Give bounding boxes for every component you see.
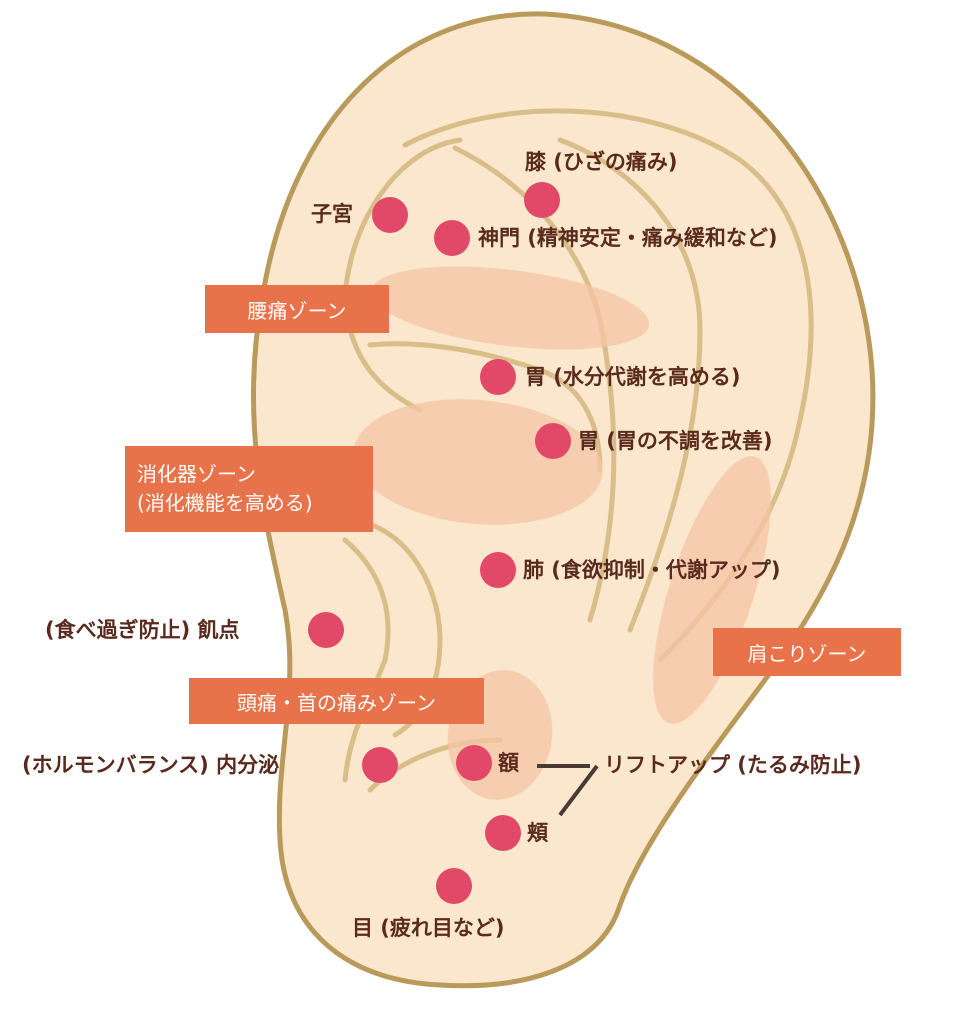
stomach2-label: 胃 (胃の不調を改善)	[578, 429, 773, 453]
acupoints	[308, 182, 571, 904]
headache-zone-label: 頭痛・首の痛みゾーン	[189, 678, 484, 724]
digestive-zone-label: 消化器ゾーン (消化機能を高める)	[125, 446, 373, 532]
shenmen-label: 神門 (精神安定・痛み緩和など)	[478, 226, 778, 250]
stomach1-point	[480, 359, 516, 395]
lumbar-zone-shape	[370, 266, 650, 350]
shenmen-point	[434, 220, 470, 256]
stomach2-point	[535, 423, 571, 459]
lung-label: 肺 (食欲抑制・代謝アップ)	[523, 558, 781, 582]
lumbar-zone-label: 腰痛ゾーン	[205, 285, 389, 333]
digestive-zone-title: 消化器ゾーン	[137, 462, 256, 486]
digestive-zone-subtitle: (消化機能を高める)	[137, 491, 313, 515]
knee-label: 膝 (ひざの痛み)	[525, 150, 678, 174]
hunger-point	[308, 612, 344, 648]
knee-point	[524, 182, 560, 218]
endocrine-label: (ホルモンバランス) 内分泌	[22, 753, 280, 777]
uterus-point	[372, 197, 408, 233]
cheek-point	[485, 815, 521, 851]
shoulder-zone-shape	[653, 456, 771, 724]
forehead-point	[456, 745, 492, 781]
hunger-label: (食べ過ぎ防止) 飢点	[45, 618, 240, 642]
forehead-label: 額	[498, 751, 519, 775]
shoulder-zone-label: 肩こりゾーン	[713, 628, 901, 676]
lung-point	[480, 552, 516, 588]
cheek-label: 頬	[527, 821, 548, 845]
eye-point	[436, 868, 472, 904]
liftup-connector	[537, 764, 599, 817]
stomach1-label: 胃 (水分代謝を高める)	[525, 365, 741, 389]
endocrine-point	[362, 747, 398, 783]
liftup-label: リフトアップ (たるみ防止)	[604, 753, 862, 777]
uterus-label: 子宮	[311, 202, 353, 226]
eye-label: 目 (疲れ目など)	[352, 916, 505, 940]
